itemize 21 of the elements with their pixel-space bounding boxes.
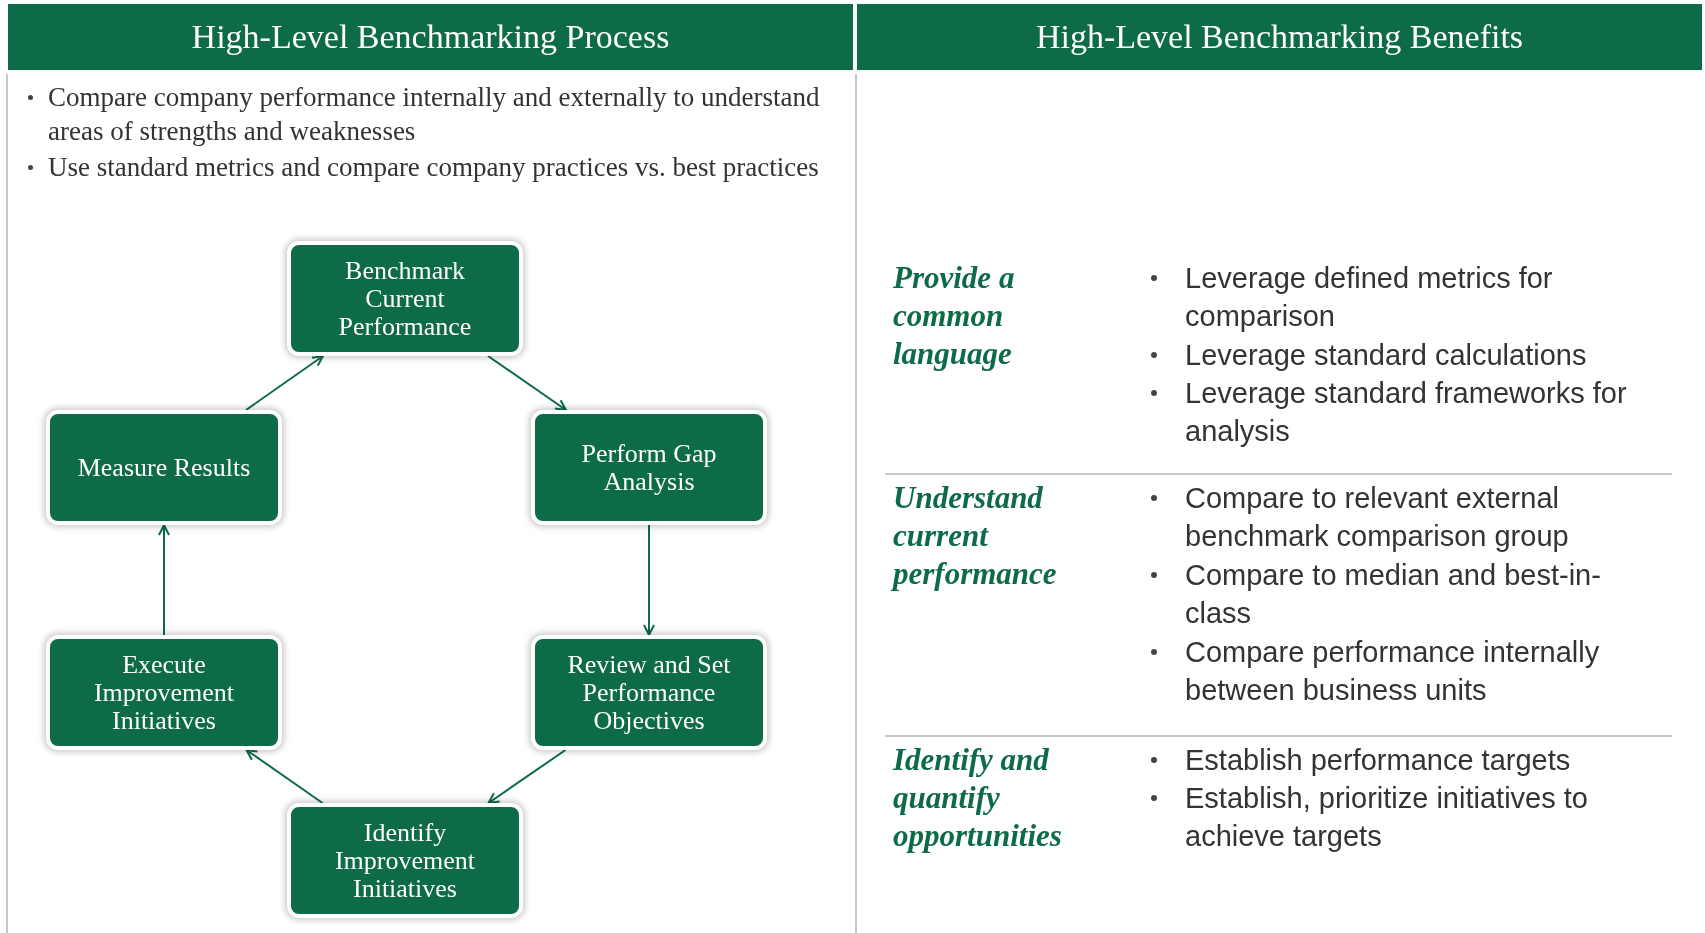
arrow [487,355,567,411]
arrow [487,749,567,804]
bullet-text: Establish performance targets [1145,741,1655,779]
arrow [158,524,170,636]
bullet-text: Compare performance internally between business units [1145,633,1655,709]
bullet-text: Compare to relevant external benchmark comparison group [1145,479,1655,555]
bullet-text: Compare company performance internally and externally to understand areas of strengths and weaknesses [24,80,824,148]
bullet-text: Leverage standard frameworks for analysis [1145,374,1655,450]
bullet-text: Use standard metrics and compare company practices vs. best practices [24,150,824,184]
bullet-text: Establish, prioritize initiatives to achieve targets [1145,779,1655,855]
bullet-text: Leverage defined metrics for comparison [1145,259,1655,335]
bullet-text: Leverage standard calculations [1145,336,1655,374]
row-heading: Identify and quantify opportunities [893,741,1063,855]
arrow [643,524,655,636]
arrow [245,355,324,411]
row-heading: Provide a common language [893,259,1016,373]
arrow [245,749,324,804]
row-heading: Understand current performance [893,479,1058,593]
column-header: High-Level Benchmarking Process [8,4,853,70]
bullet-text: Compare to median and best-in-class [1145,556,1655,632]
column-header: High-Level Benchmarking Benefits [857,4,1702,70]
